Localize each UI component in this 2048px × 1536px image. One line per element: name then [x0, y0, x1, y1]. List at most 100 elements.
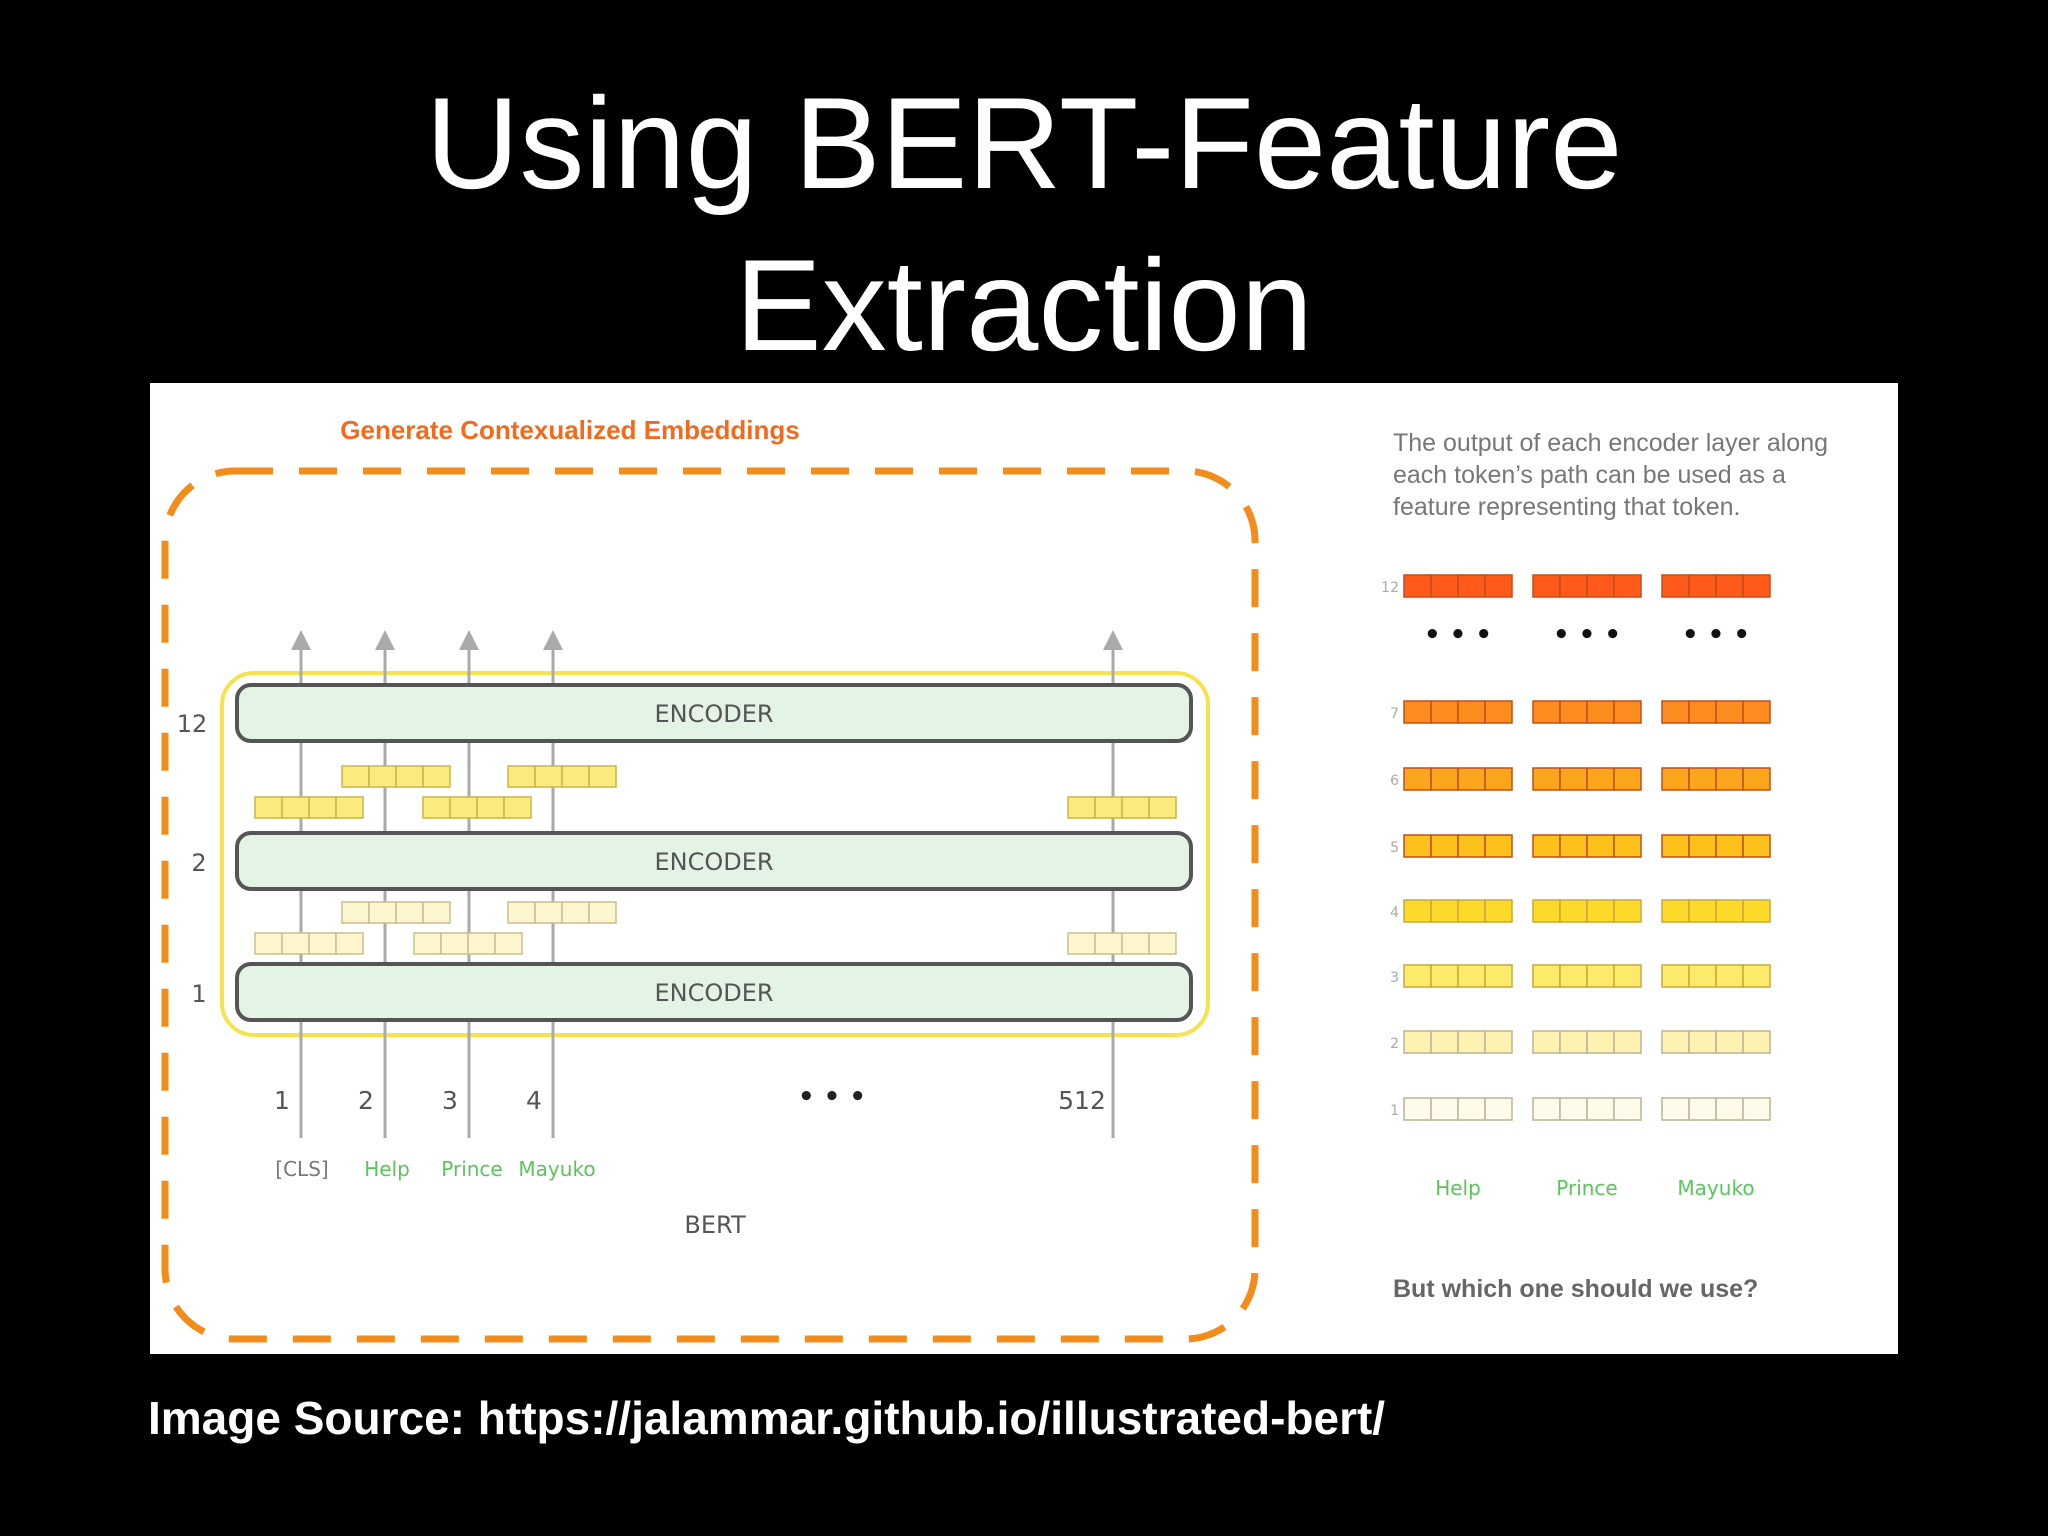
grid-token-mayuko: Mayuko — [1677, 1176, 1754, 1200]
feature-vector — [1661, 767, 1771, 791]
token-cls: [CLS] — [275, 1157, 328, 1181]
grid-layer-label: 4 — [1390, 905, 1399, 921]
vector-cell — [1403, 700, 1432, 724]
grid-token-help: Help — [1435, 1176, 1481, 1200]
vector-cell — [1559, 964, 1588, 988]
arrowhead-icon — [375, 630, 395, 650]
vector-cell — [1586, 964, 1615, 988]
vector-cell — [1661, 899, 1690, 923]
vector-cell — [1742, 964, 1771, 988]
vector-cell — [413, 932, 442, 955]
vector-cell — [588, 901, 617, 924]
feature-vector — [1403, 574, 1513, 598]
vector-cell — [1586, 834, 1615, 858]
model-label: BERT — [684, 1211, 746, 1239]
vector-cell — [1715, 834, 1744, 858]
vector-cell — [1742, 834, 1771, 858]
feature-vector — [1532, 1097, 1642, 1121]
vector-cell — [1613, 574, 1642, 598]
vector-cell — [1148, 796, 1177, 819]
embedding-vector-layer2-out — [422, 796, 532, 819]
feature-vector — [1403, 767, 1513, 791]
vector-cell — [1742, 574, 1771, 598]
embedding-vector-layer1-out — [1067, 932, 1177, 955]
image-source-caption: Image Source: https://jalammar.github.io… — [148, 1392, 1386, 1444]
vector-cell — [1688, 899, 1717, 923]
embedding-vector-layer1-out — [341, 901, 451, 924]
position-3: 3 — [442, 1086, 458, 1115]
vector-cell — [1742, 700, 1771, 724]
feature-vector — [1403, 834, 1513, 858]
feature-vector — [1532, 700, 1642, 724]
vector-cell — [1484, 767, 1513, 791]
slide-title-line-1: Using BERT-Feature — [425, 70, 1623, 216]
vector-cell — [1559, 899, 1588, 923]
feature-vector — [1403, 964, 1513, 988]
vector-cell — [1430, 1030, 1459, 1054]
vector-cell — [1430, 834, 1459, 858]
description-text: The output of each encoder layer along e… — [1393, 429, 1828, 521]
feature-vector — [1532, 574, 1642, 598]
vector-cell — [1586, 700, 1615, 724]
grid-layer-label: 2 — [1390, 1036, 1399, 1052]
vector-cell — [1613, 1030, 1642, 1054]
vector-cell — [1688, 834, 1717, 858]
embedding-vector-layer1-out — [413, 932, 523, 955]
vector-cell — [1430, 899, 1459, 923]
vector-cell — [1742, 767, 1771, 791]
embedding-vector-layer2-out — [341, 765, 451, 788]
grid-token-prince: Prince — [1556, 1176, 1617, 1200]
vector-cell — [507, 765, 536, 788]
arrowhead-icon — [291, 630, 311, 650]
embedding-vector-layer1-out — [507, 901, 617, 924]
vector-cell — [1532, 1097, 1561, 1121]
vector-cell — [1661, 834, 1690, 858]
vector-cell — [1715, 1030, 1744, 1054]
vector-cell — [1559, 574, 1588, 598]
feature-vector — [1661, 1030, 1771, 1054]
vector-cell — [1586, 574, 1615, 598]
vector-cell — [1559, 767, 1588, 791]
vector-cell — [1661, 700, 1690, 724]
vector-cell — [422, 765, 451, 788]
vector-cell — [341, 901, 370, 924]
token-help: Help — [364, 1157, 410, 1181]
vector-cell — [254, 796, 283, 819]
vector-cell — [1688, 964, 1717, 988]
vector-cell — [476, 796, 505, 819]
vector-cell — [281, 796, 310, 819]
vector-cell — [1532, 834, 1561, 858]
vector-cell — [1742, 1030, 1771, 1054]
vector-cell — [1532, 574, 1561, 598]
vector-cell — [254, 932, 283, 955]
vector-cell — [1661, 1030, 1690, 1054]
vector-cell — [1532, 964, 1561, 988]
vector-cell — [1715, 700, 1744, 724]
grid-layer-label: 7 — [1390, 706, 1399, 722]
position-2: 2 — [358, 1086, 374, 1115]
vector-cell — [1613, 964, 1642, 988]
vector-cell — [1403, 574, 1432, 598]
slide-title-line-2: Extraction — [734, 232, 1314, 378]
encoder-label: ENCODER — [654, 848, 773, 876]
embedding-vectors — [254, 765, 1177, 955]
position-512: 512 — [1058, 1086, 1106, 1115]
vector-cell — [494, 932, 523, 955]
vector-cell — [1403, 899, 1432, 923]
vector-cell — [335, 796, 364, 819]
vector-cell — [1457, 964, 1486, 988]
vector-cell — [1532, 700, 1561, 724]
vector-cell — [1715, 574, 1744, 598]
embedding-vector-layer2-out — [507, 765, 617, 788]
vector-cell — [1559, 700, 1588, 724]
vector-cell — [1586, 1030, 1615, 1054]
feature-vector — [1403, 700, 1513, 724]
question-text: But which one should we use? — [1393, 1275, 1758, 1303]
vector-cell — [1094, 796, 1123, 819]
vector-cell — [1661, 964, 1690, 988]
vector-cell — [1457, 899, 1486, 923]
vector-cell — [1742, 899, 1771, 923]
grid-layer-label: 6 — [1390, 773, 1399, 789]
arrowhead-icon — [543, 630, 563, 650]
embedding-vector-layer2-out — [254, 796, 364, 819]
